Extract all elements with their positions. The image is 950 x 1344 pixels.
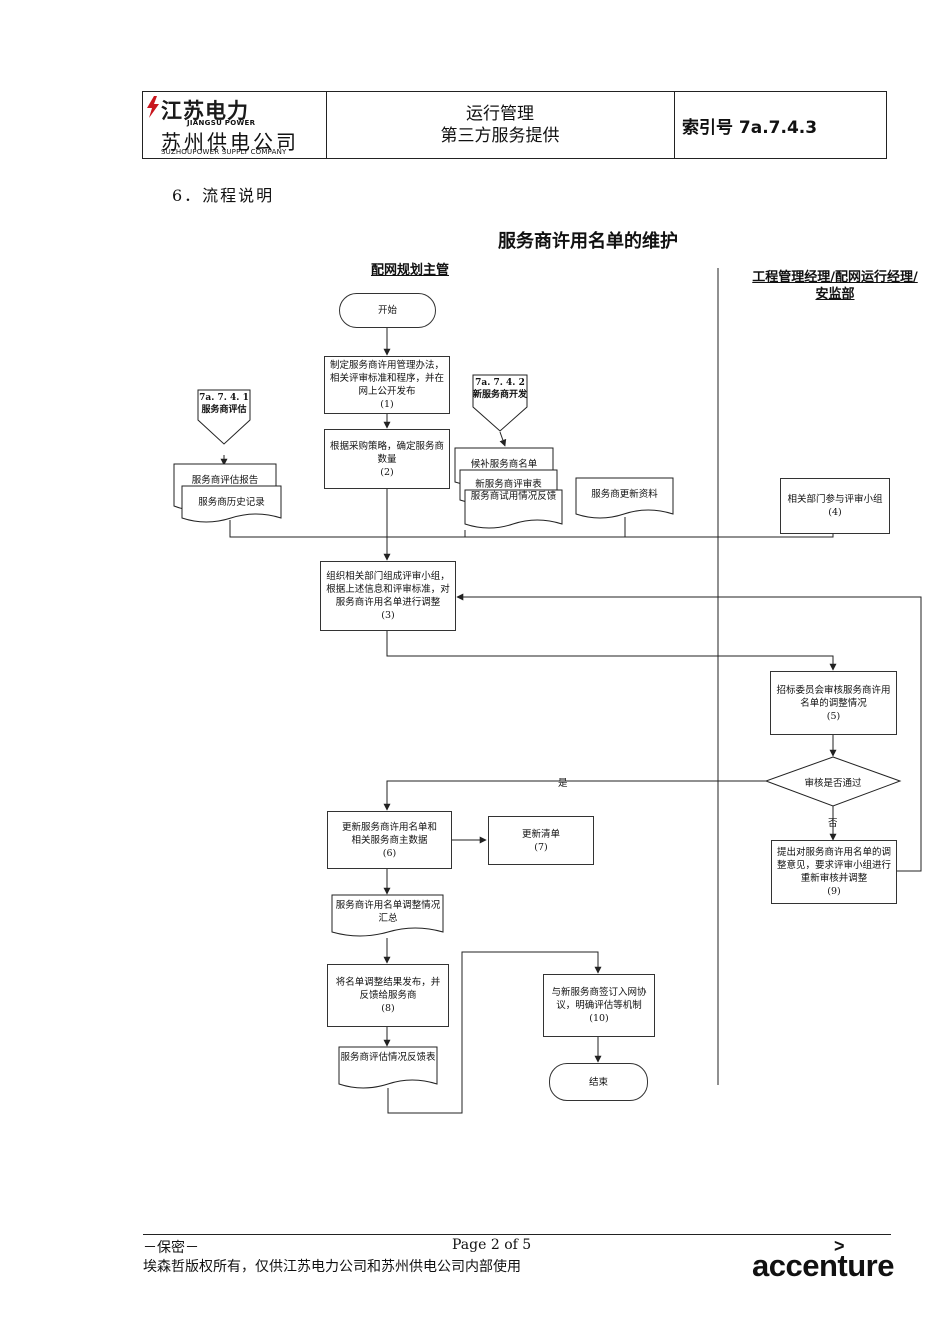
doc-feedback-form: 服务商评估情况反馈表: [340, 1052, 436, 1063]
doc-evaluation-report: 服务商评估报告: [191, 475, 259, 486]
end-node: 结束: [549, 1063, 648, 1101]
process-step-8: 将名单调整结果发布，并反馈给服务商(8): [327, 964, 449, 1027]
yes-label: 是: [558, 778, 568, 789]
company-logo: 江苏电力 JIANGSU POWER 苏州供电公司 SUZHOUPOWER SU…: [143, 92, 327, 158]
process-step-3: 组织相关部门组成评审小组，根据上述信息和评审标准，对服务商许用名单进行调整(3): [320, 561, 456, 631]
lane-right-title: 工程管理经理/配网运行经理/安监部: [752, 270, 918, 302]
process-step-5: 招标委员会审核服务商许用名单的调整情况(5): [770, 671, 897, 735]
doc-history-record: 服务商历史记录: [198, 497, 265, 508]
decision-diamond: [764, 756, 902, 807]
doc-update-material: 服务商更新资料: [591, 489, 658, 500]
process-step-6: 更新服务商许用名单和相关服务商主数据(6): [327, 811, 452, 869]
ref-7a741: 7a. 7. 4. 1 服务商评估: [199, 393, 249, 415]
doc-trial-feedback: 服务商试用情况反馈: [470, 491, 557, 502]
logo-brand-en: JIANGSU POWER: [187, 119, 256, 127]
ref-shape-2: [472, 374, 528, 432]
doc-new-review-form: 新服务商评审表: [475, 479, 542, 490]
doc-adjustment-summary: 服务商许用名单调整情况汇总: [335, 900, 441, 924]
chart-title: 服务商许用名单的维护: [498, 231, 678, 252]
footer-copyright: 埃森哲版权所有，仅供江苏电力公司和苏州供电公司内部使用: [143, 1259, 521, 1275]
title-line-2: 第三方服务提供: [440, 126, 560, 146]
start-node: 开始: [339, 293, 436, 328]
title-line-1: 运行管理: [466, 104, 534, 124]
footer-page-number: Page 2 of 5: [452, 1237, 532, 1253]
process-step-10: 与新服务商签订入网协议，明确评估等机制(10): [543, 974, 655, 1037]
no-label: 否: [828, 818, 838, 829]
ref-shape-1: [197, 389, 251, 445]
footer-confidential: －保密－: [143, 1240, 199, 1256]
lightning-icon: [147, 96, 159, 118]
process-step-2: 根据采购策略，确定服务商数量(2): [324, 429, 450, 489]
footer-rule: [143, 1234, 891, 1235]
section-heading: 6．流程说明: [172, 186, 275, 205]
doc-candidate-list: 候补服务商名单: [470, 459, 538, 470]
logo-brand: 江苏电力: [161, 99, 249, 123]
logo-company: 苏州供电公司: [161, 130, 299, 154]
process-step-7: 更新清单(7): [488, 816, 594, 865]
document-header: 江苏电力 JIANGSU POWER 苏州供电公司 SUZHOUPOWER SU…: [142, 91, 887, 159]
decision-label: 审核是否通过: [804, 778, 862, 789]
process-step-1: 制定服务商许用管理办法，相关评审标准和程序，并在网上公开发布(1): [324, 356, 450, 414]
document-title: 运行管理 第三方服务提供: [326, 92, 675, 158]
accenture-greater-than-icon: >: [834, 1236, 845, 1256]
lane-left-title: 配网规划主管: [370, 263, 449, 278]
ref-7a742: 7a. 7. 4. 2 新服务商开发: [473, 378, 528, 400]
accenture-logo: accenture: [752, 1248, 894, 1283]
logo-company-en: SUZHOUPOWER SUPPLY COMPANY: [161, 148, 287, 156]
process-step-4: 相关部门参与评审小组(4): [780, 478, 890, 534]
process-step-9: 提出对服务商许用名单的调整意见，要求评审小组进行重新审核并调整(9): [771, 840, 897, 904]
index-number: 索引号 7a.7.4.3: [682, 117, 818, 138]
